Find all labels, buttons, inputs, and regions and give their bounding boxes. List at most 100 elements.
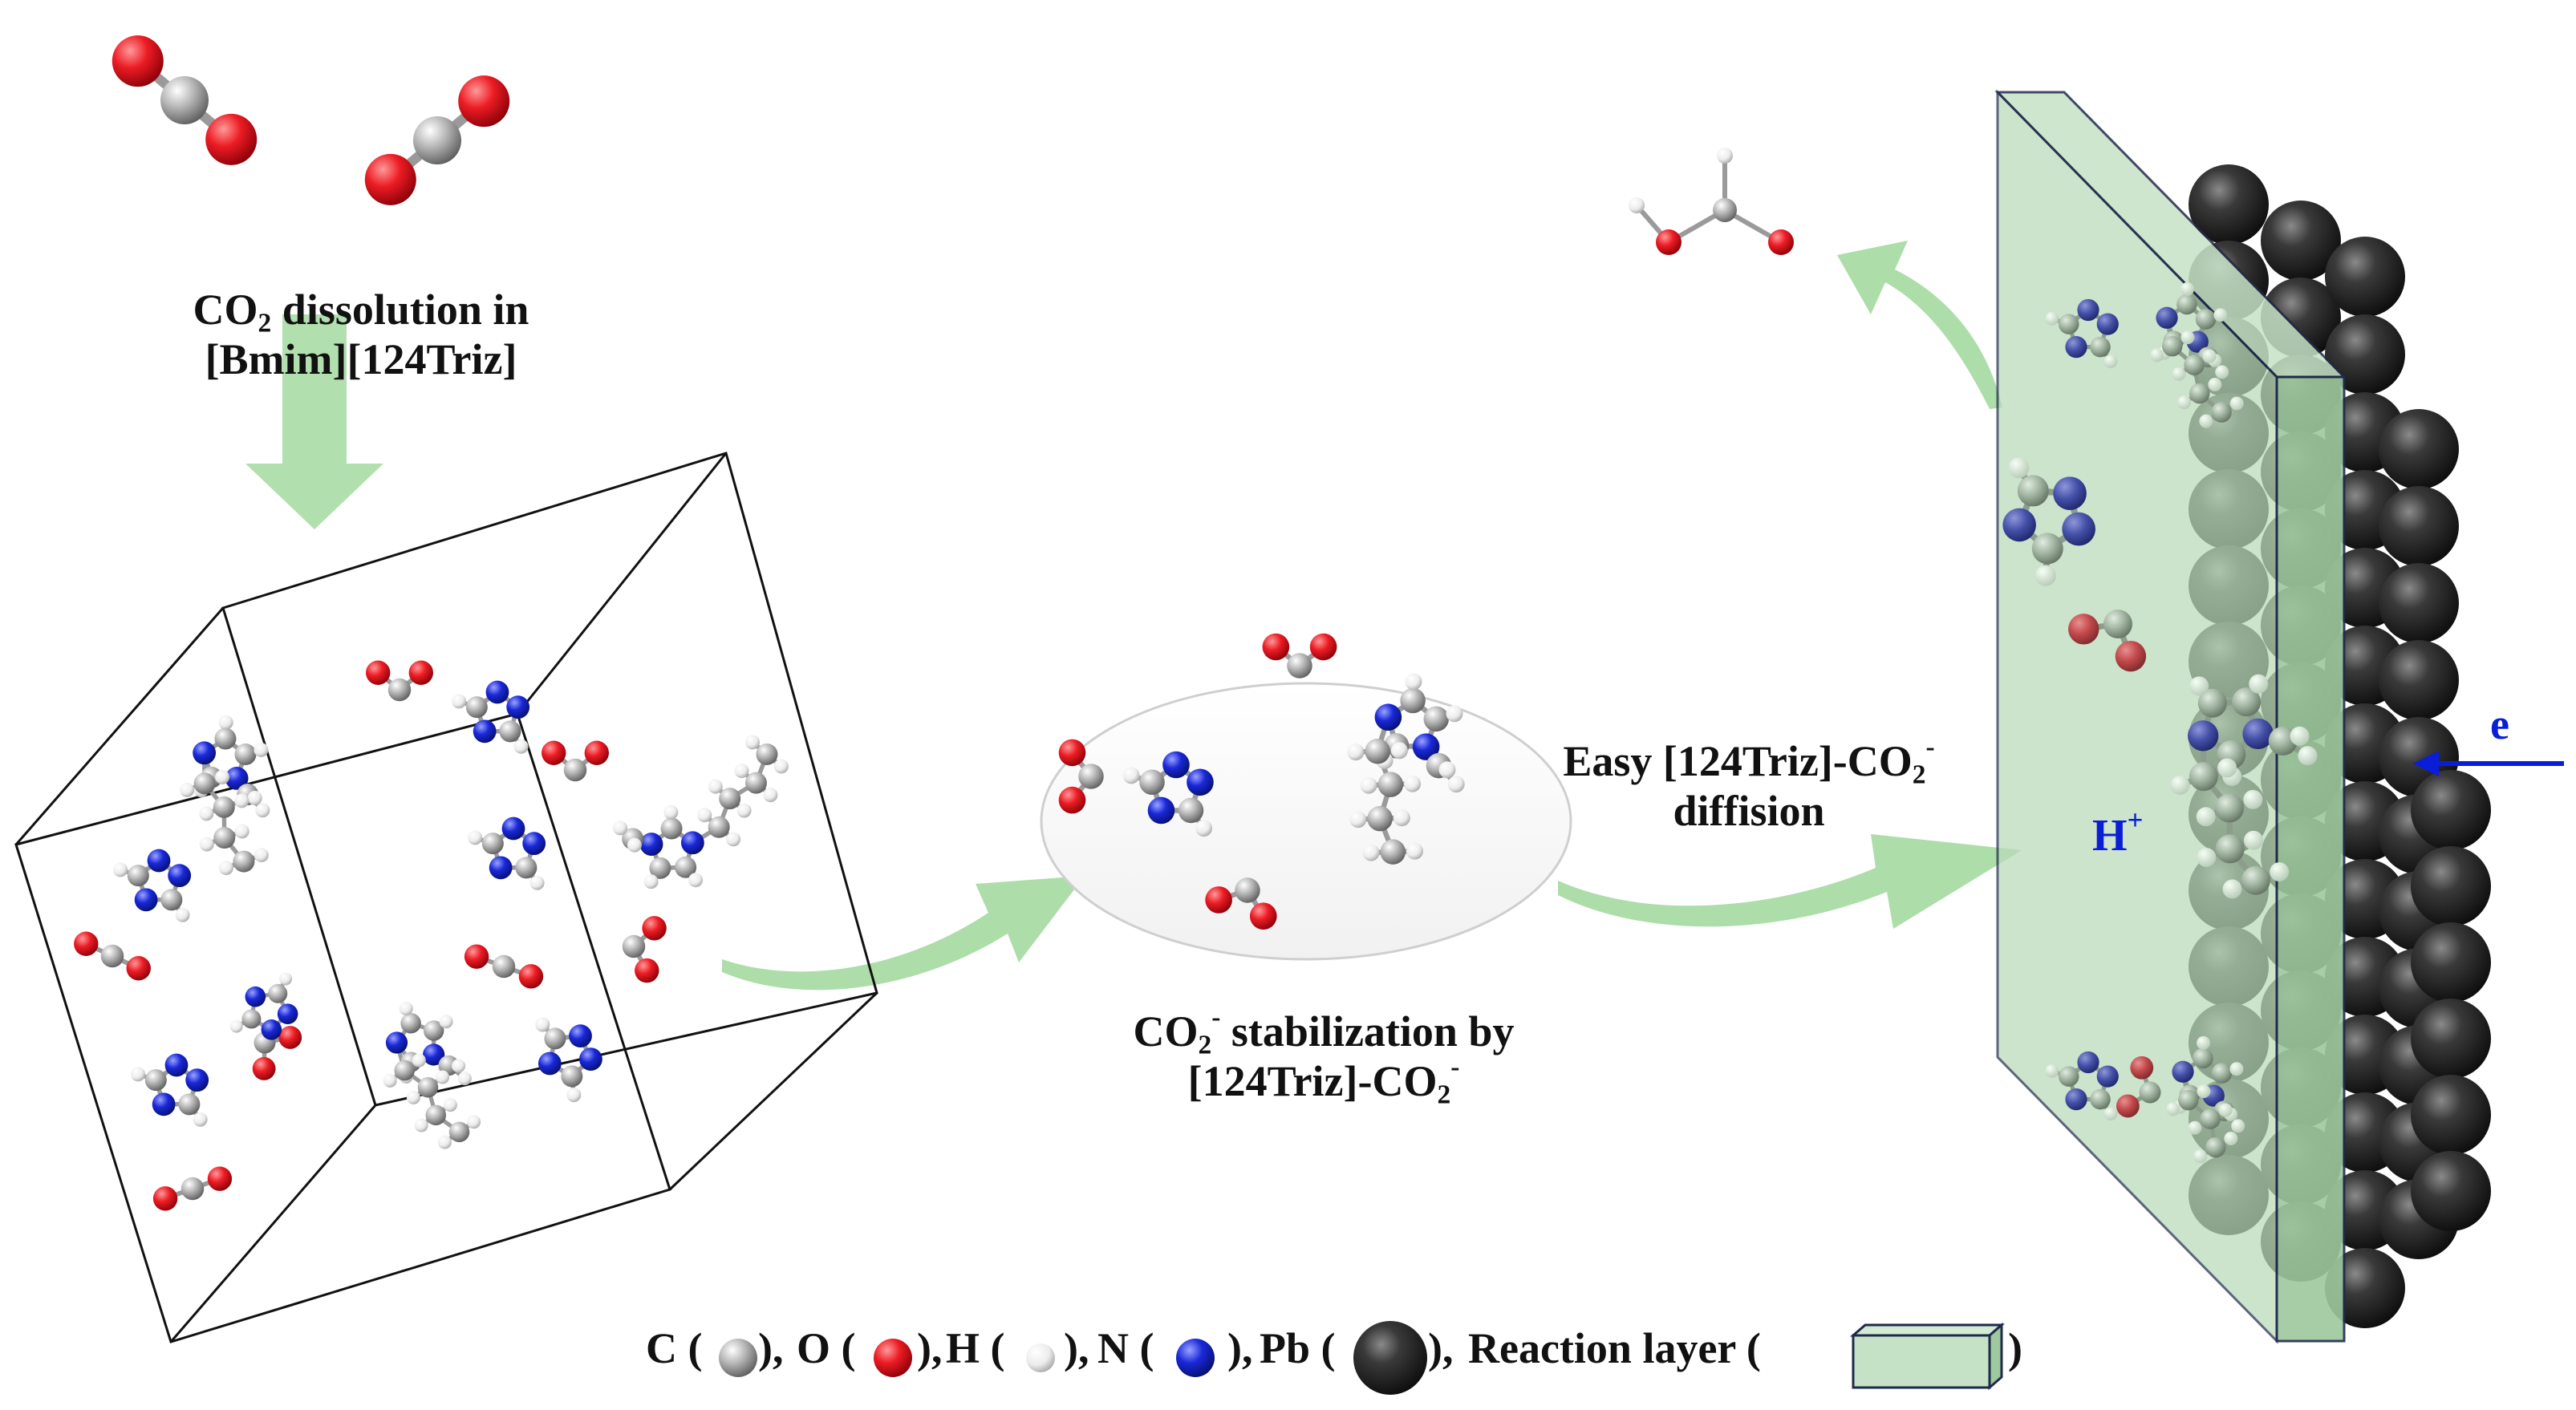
carbon-atom	[2017, 475, 2049, 507]
hydrogen-atom	[215, 769, 230, 784]
legend-lead-symbol	[1353, 1321, 1427, 1395]
nitrogen-atom	[1187, 768, 1214, 796]
hydrogen-atom	[1629, 197, 1645, 213]
hydrogen-atom	[2197, 1035, 2211, 1050]
cube-back-face	[221, 452, 878, 1107]
carbon-atom	[2189, 383, 2210, 404]
oxygen-atom	[74, 931, 99, 956]
oxygen-atom	[2115, 640, 2147, 672]
legend-close: )	[2008, 1324, 2022, 1372]
carbon-atom	[649, 857, 671, 879]
oxygen-atom	[2068, 614, 2099, 645]
pb-atom	[2379, 563, 2459, 643]
oxygen-atom	[1309, 633, 1337, 661]
triazolide-anion	[229, 972, 298, 1040]
triazolide-anion	[131, 1053, 209, 1127]
dissolution-label: CO2 dissolution in [Bmim][124Triz]	[193, 286, 529, 384]
co2-anion	[366, 660, 433, 702]
formic-acid-molecule	[1629, 148, 1794, 255]
oxygen-atom	[205, 113, 258, 165]
nitrogen-atom	[506, 695, 530, 719]
hydrogen-atom	[2180, 330, 2195, 345]
carbon-atom	[660, 817, 683, 840]
carbon-atom	[1377, 772, 1404, 797]
oxygen-atom	[458, 75, 510, 128]
hydrogen-atom	[234, 793, 249, 808]
hydrogen-atom	[2222, 879, 2242, 899]
carbon-atom	[1078, 764, 1104, 789]
carbon-atom	[394, 1060, 416, 1081]
hydrogen-atom	[627, 837, 642, 853]
carbon-atom	[234, 743, 257, 766]
legend-nitrogen-sep: ),	[1227, 1324, 1253, 1372]
hydrogen-atom	[2196, 807, 2216, 827]
bmim-cation	[383, 1002, 481, 1149]
hydrogen-atom	[2290, 726, 2310, 746]
co2-anion	[542, 740, 609, 782]
cube-edge	[516, 452, 728, 715]
nitrogen-atom	[2096, 1065, 2119, 1088]
hydrogen-atom	[2188, 1120, 2202, 1135]
carbon-atom	[144, 1069, 167, 1092]
hydrogen-atom	[734, 764, 749, 779]
hydrogen-atom	[1393, 809, 1410, 827]
hydrogen-atom	[247, 790, 262, 805]
co2-anion	[622, 916, 667, 983]
carbon-atom	[708, 816, 730, 838]
carbon-atom	[214, 727, 237, 750]
carbon-atom	[1400, 687, 1426, 714]
nitrogen-atom	[147, 849, 171, 873]
hydrogen-atom	[279, 972, 293, 986]
hydrogen-atom	[2218, 1103, 2233, 1117]
hydrogen-atom	[2103, 1107, 2118, 1121]
co2-anion	[2068, 610, 2147, 672]
carbon-atom	[268, 983, 288, 1003]
co2-molecule	[74, 931, 151, 981]
triazolide-anion	[452, 680, 530, 754]
nitrogen-atom	[501, 816, 525, 841]
oxygen-atom	[635, 958, 659, 983]
triazolide-anion	[2045, 1051, 2119, 1121]
nitrogen-atom	[2077, 1051, 2099, 1074]
hydrogen-atom	[663, 804, 679, 820]
bmim-cation	[2170, 674, 2318, 899]
triazolide-anion	[2002, 457, 2095, 586]
reaction-layer-side	[2275, 375, 2346, 1343]
hydrogen-atom	[2166, 1102, 2180, 1116]
carbon-atom	[2211, 402, 2232, 423]
hydrogen-atom	[2008, 457, 2030, 479]
legend-oxygen-symbol	[874, 1339, 912, 1377]
down-arrow	[245, 314, 383, 529]
co2-anion	[1262, 633, 1337, 679]
pb-atom	[2411, 1151, 2491, 1231]
carbon-atom	[213, 827, 236, 849]
hydrogen-atom	[736, 803, 752, 818]
nitrogen-atom	[569, 1024, 592, 1048]
oxygen-atom	[464, 944, 489, 969]
carbon-atom	[193, 772, 216, 795]
hydrogen-atom	[414, 1118, 428, 1132]
hydrogen-atom	[254, 848, 269, 863]
hydrogen-atom	[2217, 758, 2237, 778]
nitrogen-atom	[1147, 796, 1175, 825]
hydrogen-atom	[2270, 862, 2290, 882]
hydrogen-atom	[2208, 378, 2222, 392]
pb-atom	[2411, 846, 2491, 926]
nitrogen-atom	[538, 1051, 562, 1076]
hydrogen-atom	[1360, 776, 1377, 794]
co2-anion	[1205, 877, 1277, 930]
co2-anion	[1058, 739, 1104, 814]
hydrogen-atom	[2199, 414, 2213, 428]
nitrogen-atom	[489, 856, 513, 880]
oxygen-atom	[408, 660, 433, 685]
electron-arrow-head	[2413, 751, 2439, 776]
hydrogen-atom	[2180, 282, 2195, 296]
stabilization-label: CO2- stabilization by [124Triz]-CO2-	[1133, 1002, 1515, 1110]
cube-front-face	[14, 712, 671, 1343]
triazolide-anion	[1122, 751, 1214, 837]
hydrogen-atom	[218, 861, 233, 876]
hydrogen-atom	[2197, 1084, 2211, 1099]
hydrogen-atom	[1347, 743, 1365, 761]
nitrogen-atom	[2242, 718, 2274, 750]
hydrogen-atom	[1195, 820, 1213, 837]
